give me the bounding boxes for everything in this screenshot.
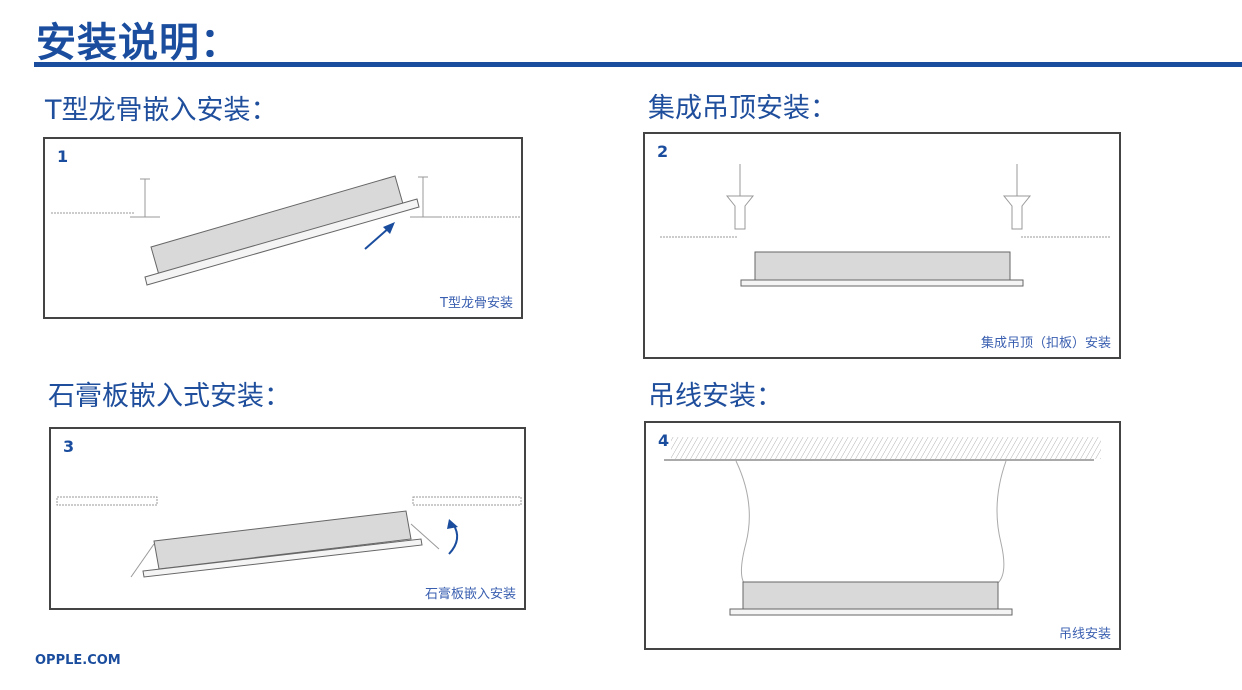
heading-integrated-ceiling: 集成吊顶安装： <box>648 93 837 124</box>
footer-website: OPPLE.COM <box>35 653 121 668</box>
step-number: 2 <box>657 142 669 161</box>
diagram-integrated-ceiling: 2 集成吊顶（扣板）安装 <box>643 132 1121 359</box>
step-number: 1 <box>57 147 69 166</box>
gypsum-illustration <box>56 496 522 578</box>
diagram-gypsum: 3 石膏板嵌入安装 <box>49 427 526 610</box>
diagram-caption: T型龙骨安装 <box>440 296 513 311</box>
step-number: 3 <box>63 437 75 456</box>
integrated-ceiling-illustration <box>660 164 1110 287</box>
suspension-illustration <box>664 437 1101 616</box>
heading-suspension: 吊线安装： <box>648 381 783 412</box>
title-divider <box>34 62 1242 67</box>
diagram-caption: 石膏板嵌入安装 <box>424 587 516 602</box>
t-grid-illustration <box>51 175 520 286</box>
diagram-caption: 集成吊顶（扣板）安装 <box>980 336 1111 351</box>
heading-t-grid: T型龙骨嵌入安装： <box>45 95 278 126</box>
diagram-caption: 吊线安装 <box>1058 627 1111 642</box>
page-title: 安装说明： <box>36 20 241 66</box>
step-number: 4 <box>658 431 670 450</box>
diagram-suspension: 4 吊线安装 <box>644 421 1121 650</box>
diagram-t-grid: 1 T型龙骨安装 <box>43 137 523 319</box>
heading-gypsum: 石膏板嵌入式安装： <box>48 381 291 412</box>
